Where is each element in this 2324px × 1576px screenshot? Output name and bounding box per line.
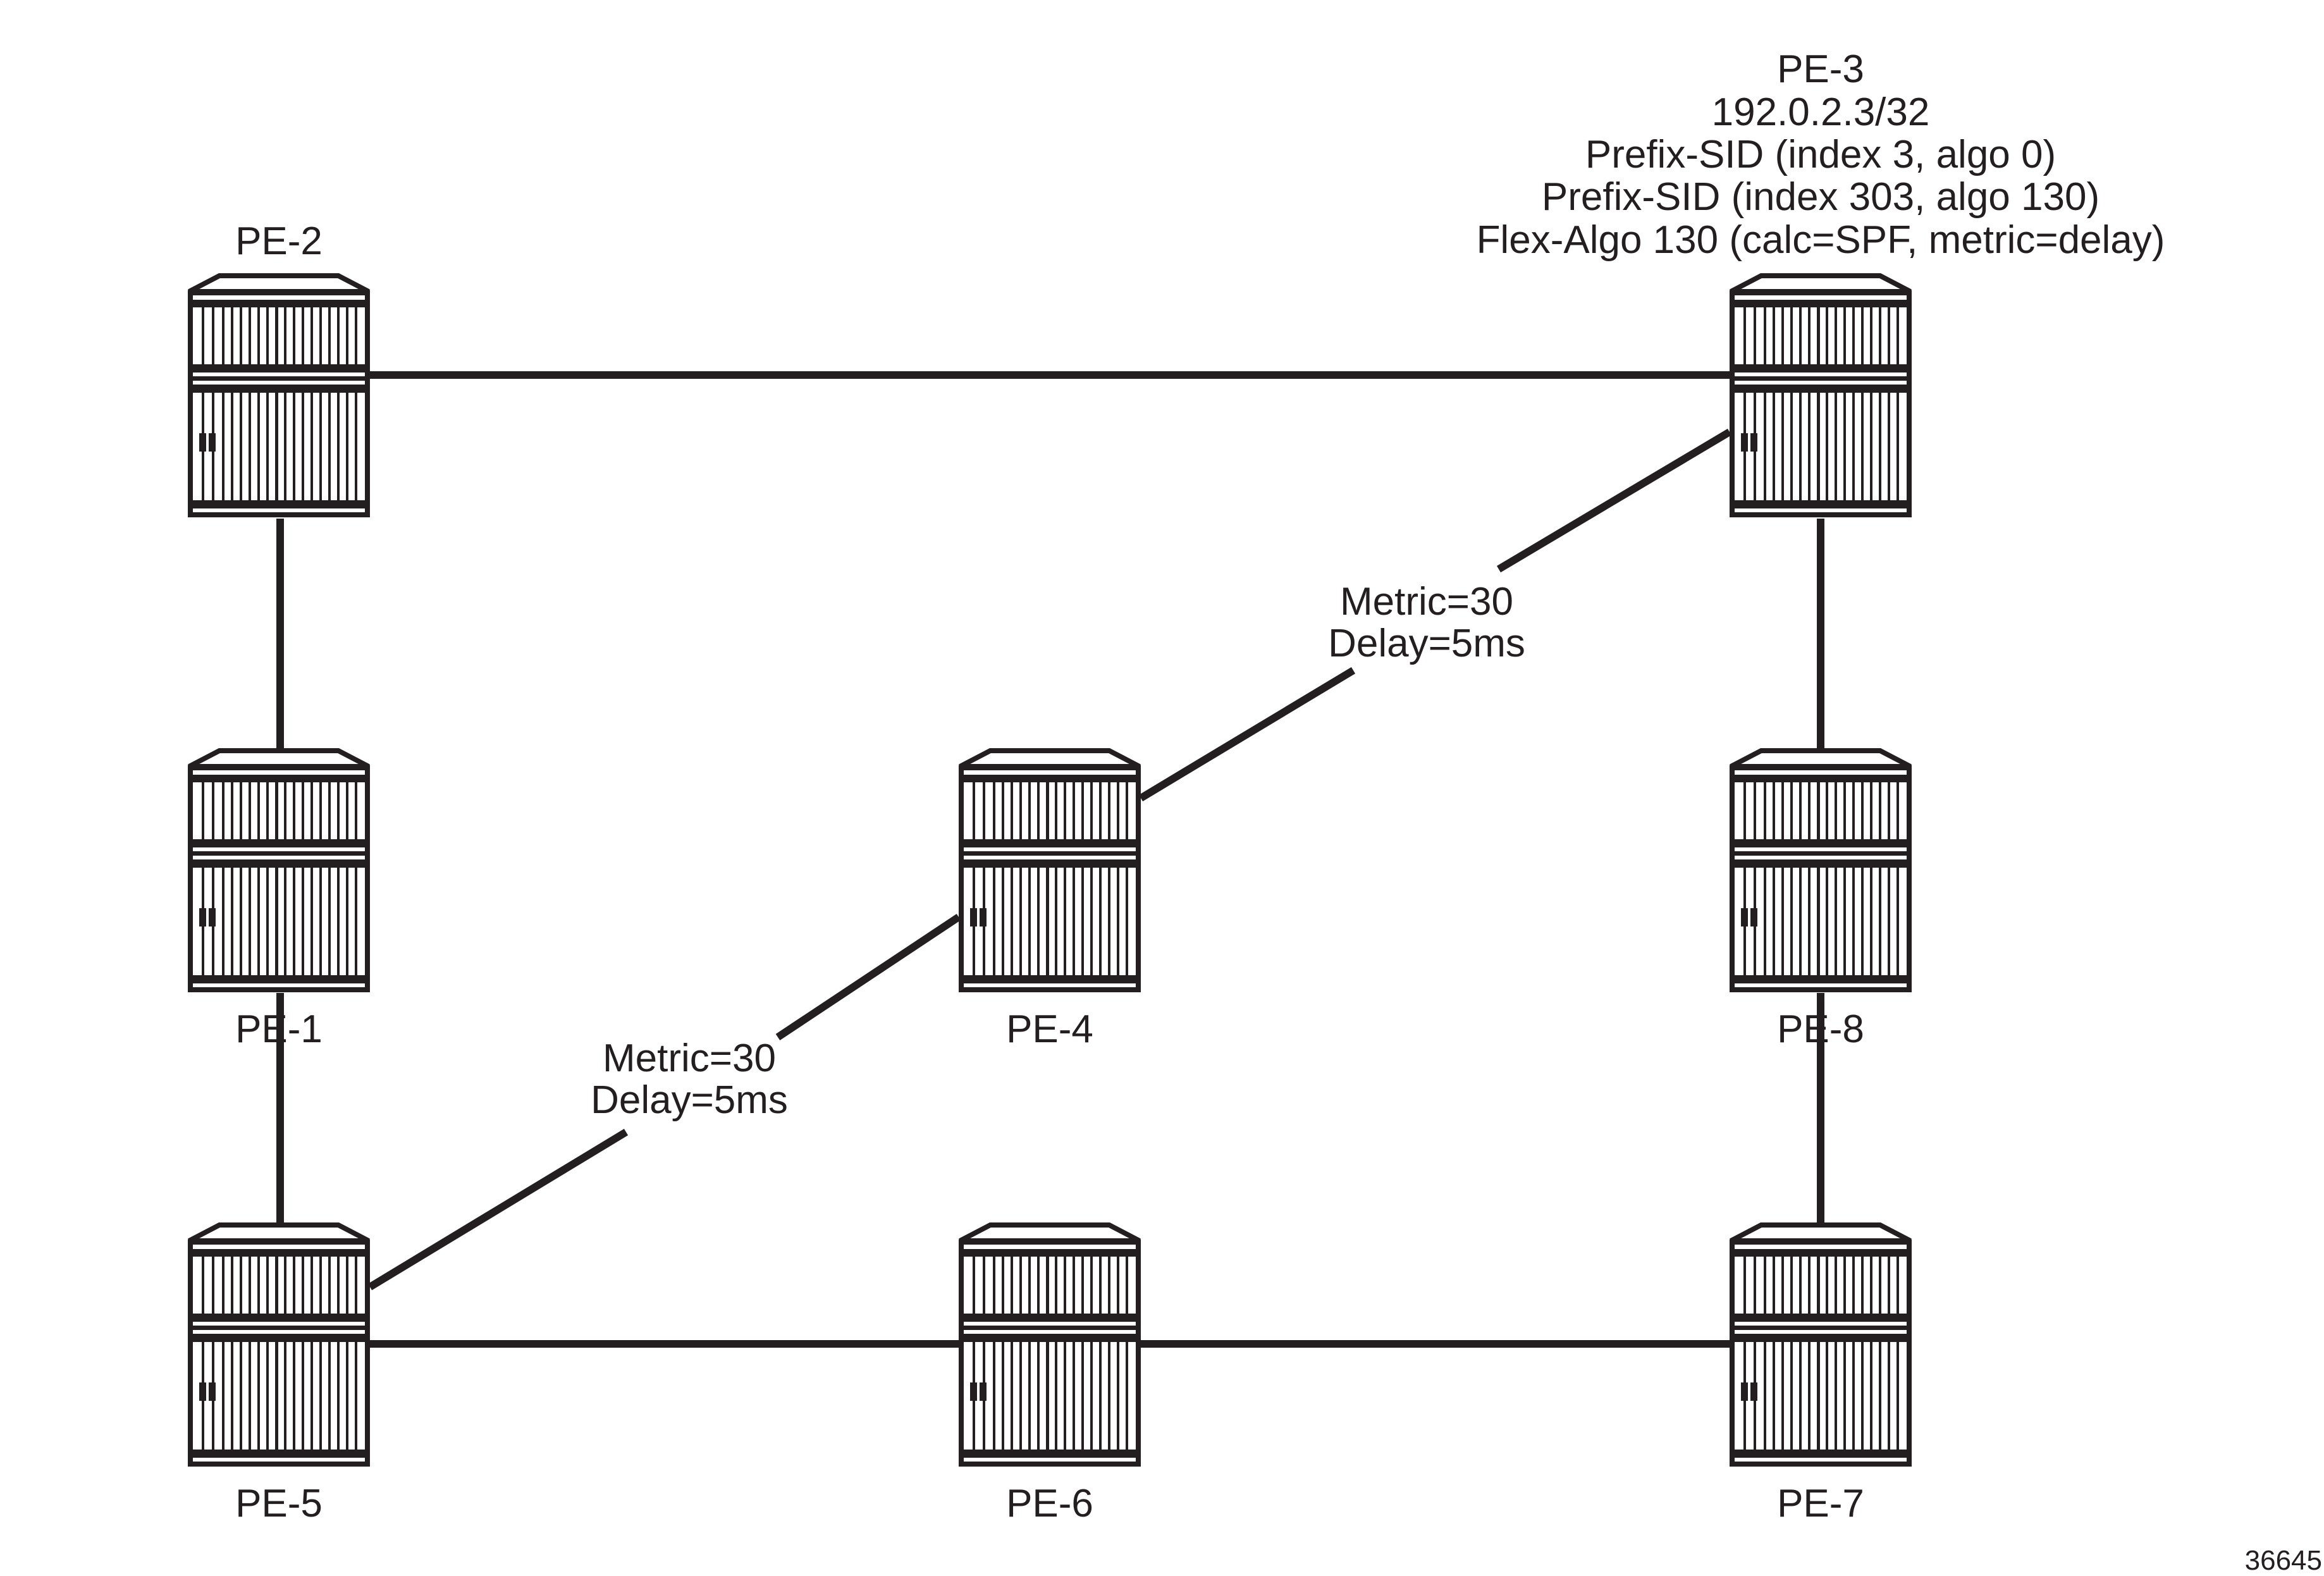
links — [276, 371, 1824, 1348]
router-icon — [959, 1225, 1141, 1467]
node-label-pe6: PE-6 — [1006, 1482, 1093, 1525]
router-icon — [188, 1225, 370, 1467]
link-label-pe4-pe3-delay: Delay=5ms — [1328, 622, 1525, 665]
router-pe4[interactable] — [959, 751, 1141, 992]
link-pe5-pe4-segment-lower — [367, 1128, 629, 1291]
router-icon — [188, 751, 370, 992]
node-label-pe3: PE-3 — [1777, 47, 1864, 91]
node-label-pe5: PE-5 — [235, 1482, 323, 1525]
router-pe3[interactable] — [1730, 276, 1912, 517]
router-pe2[interactable] — [188, 276, 370, 517]
router-pe5[interactable] — [188, 1225, 370, 1467]
link-pe5-pe4-segment-upper — [775, 914, 961, 1040]
router-icon — [1730, 276, 1912, 517]
figure-number: 36645 — [2245, 1545, 2322, 1576]
node-label-pe2: PE-2 — [235, 219, 323, 263]
link-pe4-pe3-segment-upper — [1496, 428, 1732, 573]
node-label-pe1: PE-1 — [235, 1007, 323, 1051]
pe3-prefix-sid-algo0: Prefix-SID (index 3, algo 0) — [1585, 133, 2056, 176]
pe3-prefix: 192.0.2.3/32 — [1712, 90, 1930, 134]
node-label-pe7: PE-7 — [1777, 1482, 1864, 1525]
router-icon — [1730, 1225, 1912, 1467]
router-pe7[interactable] — [1730, 1225, 1912, 1467]
router-icon — [188, 276, 370, 517]
link-label-pe5-pe4-delay: Delay=5ms — [591, 1078, 788, 1122]
router-pe6[interactable] — [959, 1225, 1141, 1467]
link-label-pe5-pe4-metric: Metric=30 — [603, 1037, 776, 1080]
router-icon — [1730, 751, 1912, 992]
router-pe1[interactable] — [188, 751, 370, 992]
link-pe4-pe3-segment-lower — [1138, 667, 1356, 802]
link-label-pe4-pe3-metric: Metric=30 — [1340, 580, 1513, 624]
pe3-prefix-sid-algo130: Prefix-SID (index 303, algo 130) — [1542, 175, 2100, 219]
node-label-pe8: PE-8 — [1777, 1007, 1864, 1051]
router-pe8[interactable] — [1730, 751, 1912, 992]
pe3-flex-algo: Flex-Algo 130 (calc=SPF, metric=delay) — [1477, 218, 2165, 262]
router-icon — [959, 751, 1141, 992]
node-label-pe4: PE-4 — [1006, 1007, 1093, 1051]
